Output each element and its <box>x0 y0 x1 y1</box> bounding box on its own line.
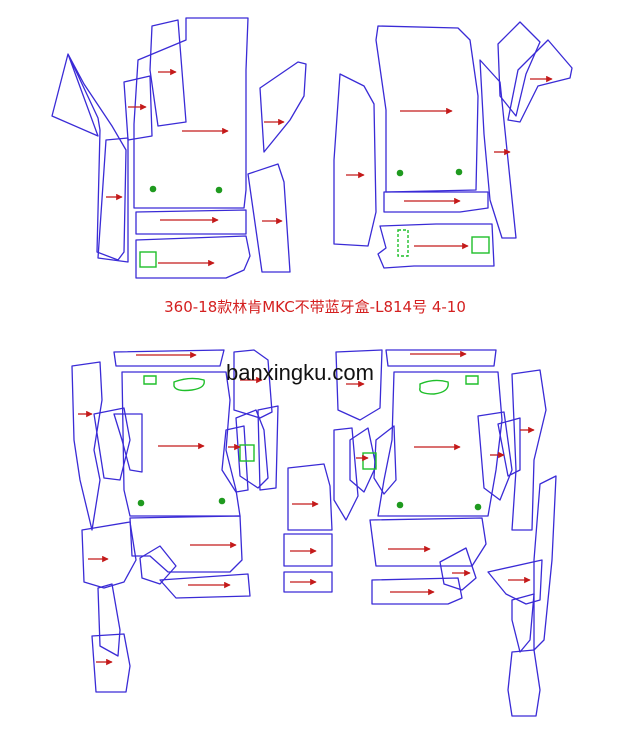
mat-piece <box>97 137 129 263</box>
mat-piece <box>113 349 225 367</box>
mat-piece <box>287 463 333 531</box>
mat-piece <box>479 59 517 239</box>
mat-piece <box>235 409 269 489</box>
locating-dot <box>396 501 404 509</box>
mat-piece <box>247 163 291 273</box>
locating-dot <box>474 503 482 511</box>
mat-piece <box>129 515 243 573</box>
bottom-center-pattern-set <box>283 463 333 593</box>
mat-piece <box>533 475 557 651</box>
mat-piece <box>373 425 397 495</box>
mat-piece <box>97 583 121 657</box>
marker-slot <box>173 377 205 392</box>
mat-piece <box>113 413 143 473</box>
mat-piece <box>497 417 521 477</box>
mat-piece <box>371 577 463 605</box>
mat-piece <box>497 21 541 117</box>
mat-piece <box>511 593 535 653</box>
marker-slot <box>419 379 449 395</box>
mat-piece <box>233 349 273 419</box>
mat-piece <box>51 53 127 261</box>
top-right-pattern-set <box>333 21 573 269</box>
mat-piece <box>149 19 187 127</box>
mat-piece <box>283 571 333 593</box>
diagram-caption: 360-18款林肯MKC不带蓝牙盒-L814号 4-10 <box>164 298 466 316</box>
mat-piece <box>335 349 383 421</box>
mat-piece <box>71 361 103 531</box>
rear-floor-mat <box>121 371 241 517</box>
locating-dot <box>218 497 226 505</box>
mat-piece <box>333 73 377 247</box>
marker-bracket <box>465 375 479 385</box>
mat-piece <box>259 61 307 153</box>
mat-piece <box>507 649 541 717</box>
marker-square <box>139 251 157 268</box>
bottom-left-pattern-set <box>71 349 279 693</box>
mat-piece <box>439 547 477 591</box>
mat-piece <box>91 633 131 693</box>
mat-piece <box>283 533 333 567</box>
mat-piece <box>507 39 573 123</box>
mat-piece <box>159 573 251 599</box>
mat-piece <box>369 517 487 567</box>
mat-piece <box>123 75 153 141</box>
mat-piece <box>135 209 247 235</box>
bottom-right-pattern-set <box>333 349 557 717</box>
mat-piece <box>135 235 251 279</box>
mat-piece <box>81 521 137 589</box>
top-left-pattern-set <box>51 17 307 279</box>
mat-piece <box>383 191 489 213</box>
locating-dot <box>215 186 223 194</box>
mat-piece <box>511 369 547 531</box>
front-floor-mat <box>133 17 249 209</box>
marker-square <box>471 236 490 254</box>
mat-piece <box>377 223 495 269</box>
locating-dot <box>137 499 145 507</box>
mat-piece <box>333 427 359 521</box>
mat-piece <box>257 405 279 491</box>
locating-dot <box>396 169 404 177</box>
front-floor-mat <box>375 25 479 193</box>
mat-piece <box>385 349 497 367</box>
watermark: banxingku.com <box>226 360 374 385</box>
mat-piece <box>93 407 131 481</box>
locating-dot <box>149 185 157 193</box>
rear-floor-mat <box>377 371 503 517</box>
locating-dot <box>455 168 463 176</box>
marker-bracket <box>143 375 157 385</box>
mat-piece <box>221 425 249 493</box>
mat-piece <box>139 545 177 585</box>
marker-bracket <box>397 229 409 257</box>
marker-square <box>239 444 255 462</box>
mat-piece <box>477 411 513 501</box>
mat-piece <box>349 427 377 493</box>
